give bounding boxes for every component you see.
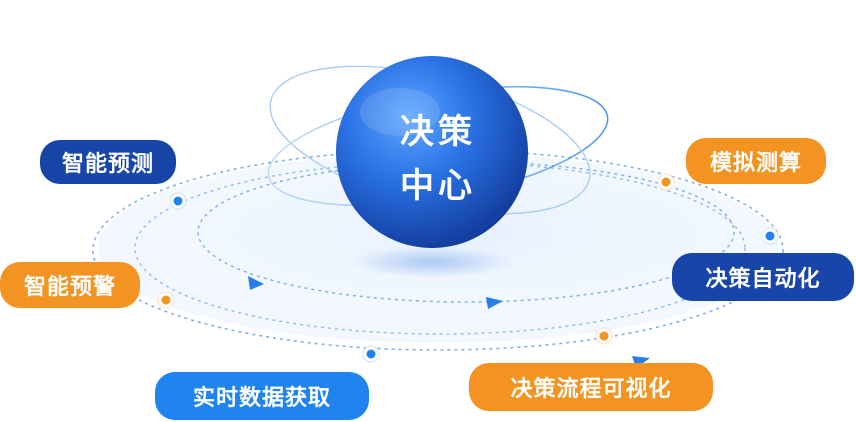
orbit-arrow-2 xyxy=(486,297,503,309)
label-juece-zidonghua: 决策自动化 xyxy=(672,253,854,301)
sphere-highlight xyxy=(360,88,440,136)
node-blue-1 xyxy=(169,192,187,210)
decision-sphere xyxy=(336,56,528,248)
sphere-shadow xyxy=(350,246,514,278)
node-orange-1 xyxy=(657,173,675,191)
inner-orbit xyxy=(197,161,735,303)
center-title-line2: 中心 xyxy=(400,166,476,206)
label-shishi-shuju: 实时数据获取 xyxy=(155,372,369,420)
orbit-arrow-1 xyxy=(248,276,264,290)
label-moni-cesuan: 模拟测算 xyxy=(686,138,826,184)
node-orange-3 xyxy=(595,327,613,345)
node-blue-2 xyxy=(761,227,779,245)
label-zhineng-yuce: 智能预测 xyxy=(40,140,176,184)
node-orange-2 xyxy=(157,291,175,309)
node-blue-3 xyxy=(362,345,380,363)
center-title-line1: 决策 xyxy=(400,112,476,152)
label-juece-liucheng: 决策流程可视化 xyxy=(469,363,713,411)
label-zhineng-yujing: 智能预警 xyxy=(0,262,140,308)
